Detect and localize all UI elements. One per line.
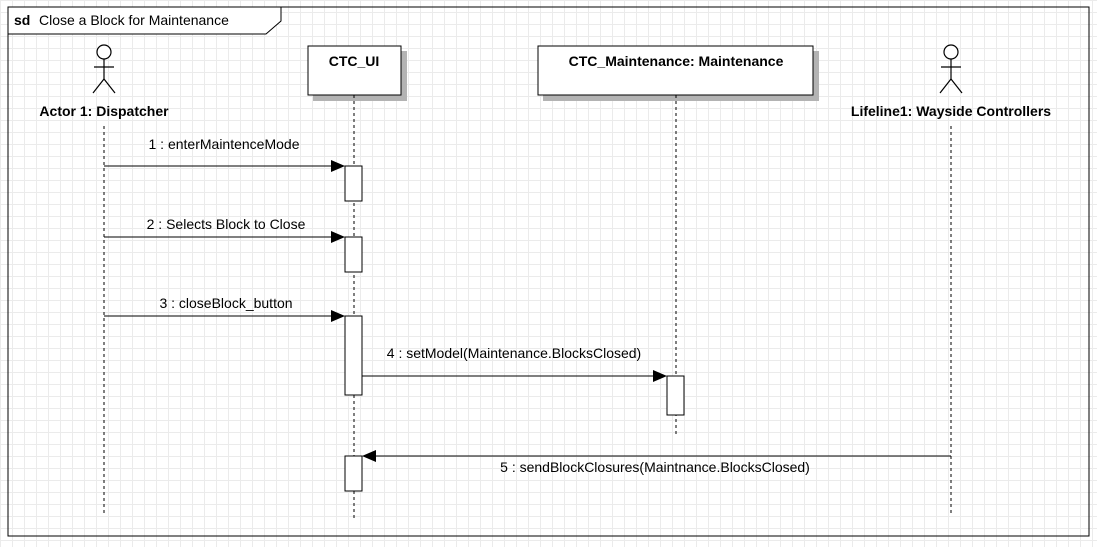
sequence-frame bbox=[7, 6, 1090, 537]
activation-bar-ctc-maintenance bbox=[666, 375, 685, 416]
message-3[interactable]: 3 : closeBlock_button bbox=[104, 295, 345, 322]
message-label: 3 : closeBlock_button bbox=[159, 295, 292, 311]
activation-bar-ctc-ui-4 bbox=[344, 455, 363, 492]
message-2[interactable]: 2 : Selects Block to Close bbox=[104, 216, 345, 243]
activation-bar-ctc-ui-1 bbox=[344, 165, 363, 202]
frame-title: Close a Block for Maintenance bbox=[39, 12, 229, 28]
activation-bar-ctc-ui-3 bbox=[344, 315, 363, 396]
participant-ctc-maintenance[interactable]: CTC_Maintenance: Maintenance bbox=[537, 45, 819, 101]
message-label: 5 : sendBlockClosures(Maintnance.BlocksC… bbox=[500, 459, 810, 475]
message-label: 2 : Selects Block to Close bbox=[147, 216, 306, 232]
message-label: 1 : enterMaintenceMode bbox=[149, 136, 300, 152]
participant-label-wayside: Lifeline1: Wayside Controllers bbox=[851, 103, 1051, 119]
frame-title-tab bbox=[7, 6, 282, 35]
activation-bar-ctc-ui-2 bbox=[344, 236, 363, 273]
participant-label-ctc-ui: CTC_UI bbox=[329, 53, 380, 69]
message-5[interactable]: 5 : sendBlockClosures(Maintnance.BlocksC… bbox=[362, 450, 951, 475]
message-4[interactable]: 4 : setModel(Maintenance.BlocksClosed) bbox=[362, 345, 667, 382]
participant-label-dispatcher: Actor 1: Dispatcher bbox=[39, 103, 169, 119]
actor-dispatcher[interactable]: Actor 1: Dispatcher bbox=[39, 44, 169, 119]
message-label: 4 : setModel(Maintenance.BlocksClosed) bbox=[387, 345, 641, 361]
message-1[interactable]: 1 : enterMaintenceMode bbox=[104, 136, 345, 172]
frame-keyword: sd bbox=[14, 12, 30, 28]
participant-label-ctc-maintenance: CTC_Maintenance: Maintenance bbox=[569, 53, 784, 69]
participant-box-ctc-maintenance bbox=[537, 45, 814, 96]
actor-stick-figure-icon bbox=[92, 44, 116, 94]
actor-stick-figure-icon bbox=[939, 44, 963, 94]
participant-ctc-ui[interactable]: CTC_UI bbox=[307, 45, 407, 101]
actor-wayside-controllers[interactable]: Lifeline1: Wayside Controllers bbox=[851, 44, 1051, 119]
